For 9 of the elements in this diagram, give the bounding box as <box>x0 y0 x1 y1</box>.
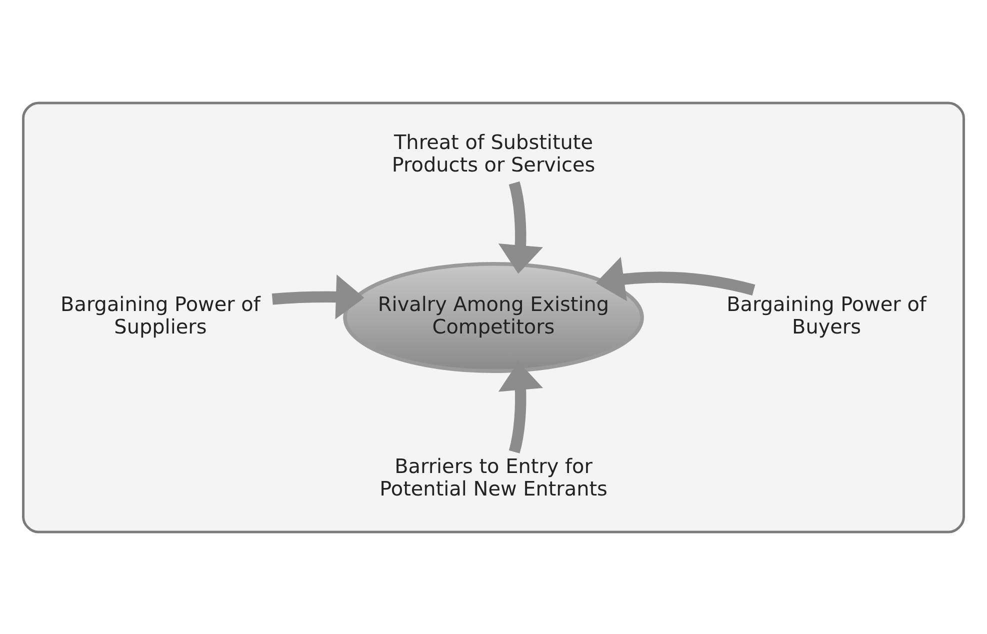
arrow <box>272 274 364 319</box>
node-text: Barriers to Entry for Potential New Entrants <box>380 454 608 500</box>
arrow <box>498 181 543 274</box>
cluster <box>22 101 965 533</box>
node-ellipse: Rivalry Among Existing Competitors <box>343 262 644 372</box>
node-text: Bargaining Power of Suppliers <box>60 292 260 338</box>
node-text: Bargaining Power of Buyers <box>726 292 926 338</box>
node-text: Threat of Substitute Products or Services <box>392 129 596 176</box>
arrow <box>596 256 756 301</box>
